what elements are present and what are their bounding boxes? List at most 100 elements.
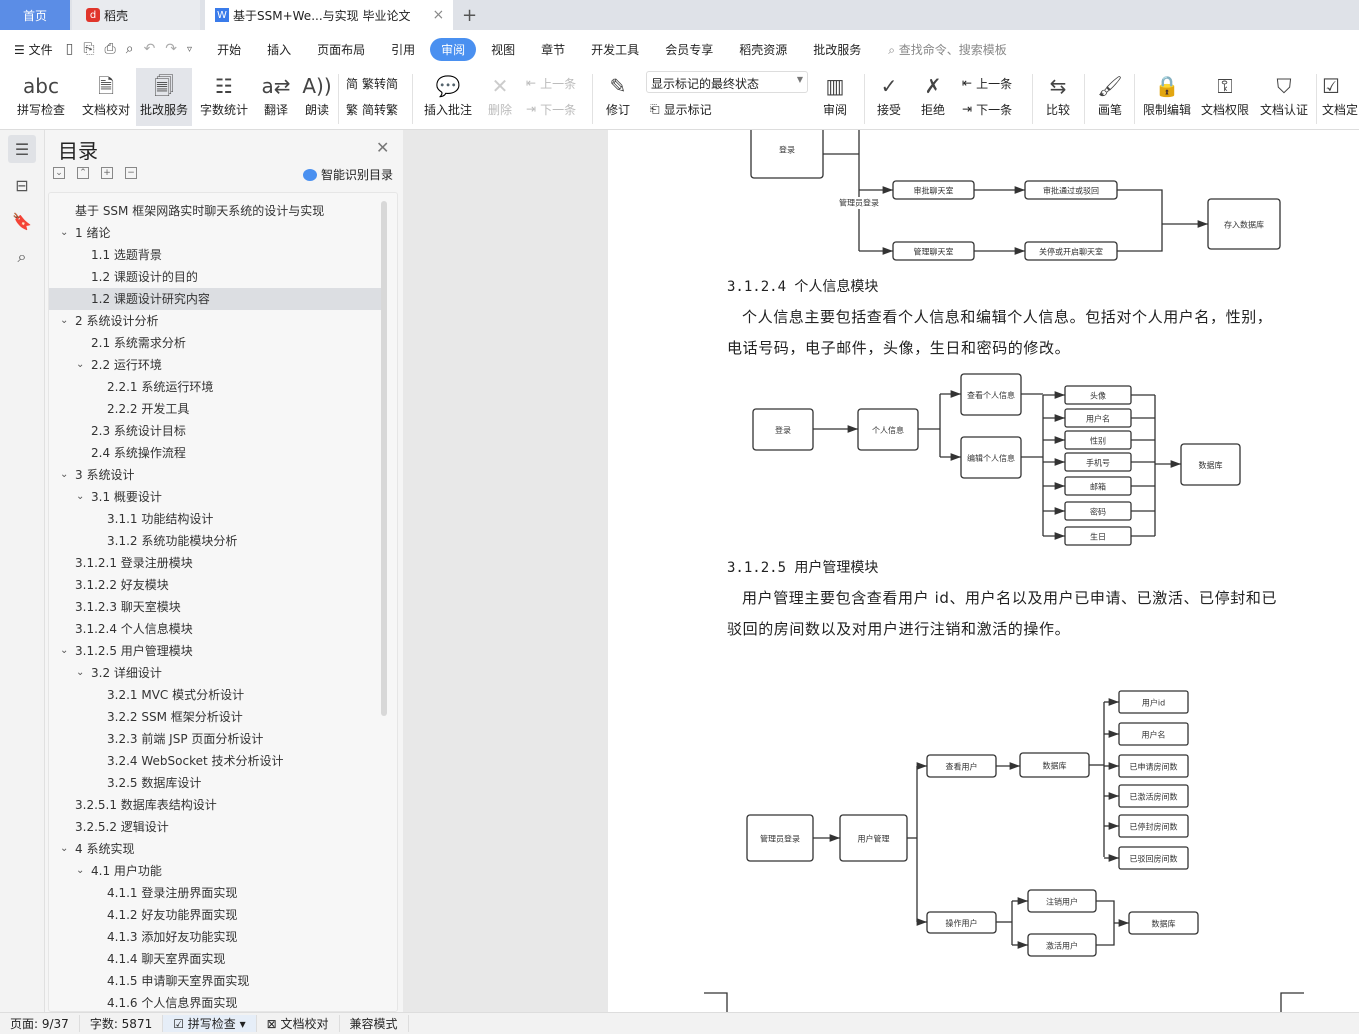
toc-item[interactable]: 3.1.1 功能结构设计 — [49, 508, 397, 530]
export-icon[interactable]: ⎘ — [83, 41, 95, 57]
word-count[interactable]: 字数: 5871 — [80, 1015, 164, 1032]
chevron-down-icon[interactable]: ⌄ — [60, 227, 69, 238]
toc-item[interactable]: 3.1.2.3 聊天室模块 — [49, 596, 397, 618]
word-count-button[interactable]: ☷字数统计 — [196, 68, 252, 126]
chevron-down-icon[interactable]: ⌄ — [76, 491, 85, 502]
new-tab-button[interactable]: + — [462, 4, 478, 26]
reject-button[interactable]: ✗拒绝 — [914, 68, 952, 126]
more-icon[interactable]: ▿ — [187, 43, 193, 55]
toc-item[interactable]: 4.1.2 好友功能界面实现 — [49, 904, 397, 926]
scrollbar[interactable] — [381, 201, 387, 716]
menu-tab[interactable]: 引用 — [391, 42, 416, 57]
toc-item[interactable]: 3.2.4 WebSocket 技术分析设计 — [49, 750, 397, 772]
toc-item[interactable]: 3.2.5 数据库设计 — [49, 772, 397, 794]
menu-tab[interactable]: 插入 — [267, 42, 292, 57]
preview-icon[interactable]: ⌕ — [125, 41, 134, 57]
show-markup-button[interactable]: ⎗显示标记 — [650, 99, 712, 119]
menu-tab[interactable]: 稻壳资源 — [739, 42, 788, 57]
toc-item[interactable]: 1.2 课题设计研究内容 — [49, 288, 381, 310]
restrict-edit-button[interactable]: 🔒限制编辑 — [1140, 68, 1194, 126]
toc-icon[interactable]: ☰ — [8, 135, 36, 163]
revise-button[interactable]: ✎修订 — [598, 68, 638, 126]
doc-permission-button[interactable]: ⚿文档权限 — [1198, 68, 1252, 126]
toc-item[interactable]: ⌄3.1 概要设计 — [49, 486, 397, 508]
toc-item[interactable]: 2.2.2 开发工具 — [49, 398, 397, 420]
toc-item[interactable]: ⌄2 系统设计分析 — [49, 310, 397, 332]
proofread-status[interactable]: ⊠ 文档校对 — [257, 1015, 340, 1032]
toc-item[interactable]: 4.1.5 申请聊天室界面实现 — [49, 970, 397, 992]
spell-check-status[interactable]: ☑ 拼写检查 ▾ — [163, 1015, 257, 1032]
toc-item[interactable]: 2.2.1 系统运行环境 — [49, 376, 397, 398]
toc-item[interactable]: 1.1 选题背景 — [49, 244, 397, 266]
print-icon[interactable]: ⎙ — [104, 41, 116, 57]
toc-item[interactable]: 3.2.5.2 逻辑设计 — [49, 816, 397, 838]
expand-all-icon[interactable]: + — [101, 167, 113, 179]
redo-icon[interactable]: ↷ — [165, 41, 178, 57]
toc-item[interactable]: 2.4 系统操作流程 — [49, 442, 397, 464]
menu-tab[interactable]: 审阅 — [430, 37, 477, 61]
toc-item[interactable]: ⌄3.1.2.5 用户管理模块 — [49, 640, 397, 662]
toc-item[interactable]: 1.2 课题设计的目的 — [49, 266, 397, 288]
accept-button[interactable]: ✓接受 — [870, 68, 908, 126]
close-icon[interactable]: × — [432, 7, 445, 23]
toc-item[interactable]: ⌄3 系统设计 — [49, 464, 397, 486]
review-pane-button[interactable]: ▥审阅 — [816, 68, 854, 126]
doc-certify-button[interactable]: ⛉文档认证 — [1257, 68, 1311, 126]
chevron-down-icon[interactable]: ⌄ — [76, 359, 85, 370]
toc-item[interactable]: 2.1 系统需求分析 — [49, 332, 397, 354]
toc-item[interactable]: 2.3 系统设计目标 — [49, 420, 397, 442]
toc-item[interactable]: 3.2.2 SSM 框架分析设计 — [49, 706, 397, 728]
toc-item[interactable]: 3.1.2 系统功能模块分析 — [49, 530, 397, 552]
markup-state-select[interactable]: 显示标记的最终状态▼ — [646, 71, 808, 93]
next-comment-button[interactable]: ⇥下一条 — [526, 99, 576, 119]
compare-button[interactable]: ⇆比较 — [1038, 68, 1078, 126]
toc-item[interactable]: 3.2.1 MVC 模式分析设计 — [49, 684, 397, 706]
proofread-button[interactable]: 🗎文档校对 — [78, 68, 134, 126]
toc-item[interactable]: 3.2.5.1 数据库表结构设计 — [49, 794, 397, 816]
chevron-down-icon[interactable]: ⌄ — [76, 865, 85, 876]
toc-item[interactable]: 3.1.2.4 个人信息模块 — [49, 618, 397, 640]
toc-item[interactable]: 4.1.1 登录注册界面实现 — [49, 882, 397, 904]
chevron-down-icon[interactable]: ⌄ — [60, 843, 69, 854]
bookmark-icon[interactable]: 🔖 — [12, 211, 32, 231]
collapse-up-icon[interactable]: ⌃ — [77, 167, 89, 179]
toc-item[interactable]: ⌄3.2 详细设计 — [49, 662, 397, 684]
smart-toc-button[interactable]: 智能识别目录 — [303, 166, 393, 183]
expand-down-icon[interactable]: ⌄ — [53, 167, 65, 179]
next-change-button[interactable]: ⇥下一条 — [962, 99, 1012, 119]
prev-change-button[interactable]: ⇤上一条 — [962, 73, 1012, 93]
translate-button[interactable]: a⇄翻译 — [256, 68, 296, 126]
chevron-down-icon[interactable]: ⌄ — [60, 645, 69, 656]
toc-item[interactable]: 4.1.6 个人信息界面实现 — [49, 992, 397, 1011]
insert-comment-button[interactable]: 💬插入批注 — [420, 68, 476, 126]
chevron-down-icon[interactable]: ⌄ — [76, 667, 85, 678]
delete-comment-button[interactable]: ✕删除 — [480, 68, 520, 126]
undo-icon[interactable]: ↶ — [143, 41, 156, 57]
toc-item[interactable]: 3.1.2.1 登录注册模块 — [49, 552, 397, 574]
menu-tab[interactable]: 视图 — [491, 42, 516, 57]
chevron-down-icon[interactable]: ⌄ — [60, 469, 69, 480]
correct-service-button[interactable]: 🗐批改服务 — [136, 68, 192, 126]
toc-item[interactable]: 3.1.2.2 好友模块 — [49, 574, 397, 596]
menu-tab[interactable]: 开发工具 — [591, 42, 640, 57]
toc-item[interactable]: ⌄4 系统实现 — [49, 838, 397, 860]
page-indicator[interactable]: 页面: 9/37 — [0, 1015, 80, 1032]
pen-button[interactable]: 🖌画笔 — [1092, 68, 1128, 126]
toc-item[interactable]: 3.2.3 前端 JSP 页面分析设计 — [49, 728, 397, 750]
prev-comment-button[interactable]: ⇤上一条 — [526, 73, 576, 93]
save-icon[interactable]: ▯ — [65, 41, 74, 57]
menu-tab[interactable]: 批改服务 — [813, 42, 862, 57]
toc-item[interactable]: 4.1.3 添加好友功能实现 — [49, 926, 397, 948]
toc-item[interactable]: ⌄1 绪论 — [49, 222, 397, 244]
menu-tab[interactable]: 开始 — [217, 42, 242, 57]
read-aloud-button[interactable]: A))朗读 — [300, 68, 334, 126]
menu-tab[interactable]: 会员专享 — [665, 42, 714, 57]
toc-item[interactable]: 基于 SSM 框架网路实时聊天系统的设计与实现 — [49, 200, 397, 222]
toc-item[interactable]: 4.1.4 聊天室界面实现 — [49, 948, 397, 970]
finalize-button[interactable]: ☑文档定 — [1322, 68, 1359, 126]
tab-home[interactable]: 首页 — [0, 0, 70, 30]
search-icon[interactable]: ⌕ — [17, 247, 27, 266]
